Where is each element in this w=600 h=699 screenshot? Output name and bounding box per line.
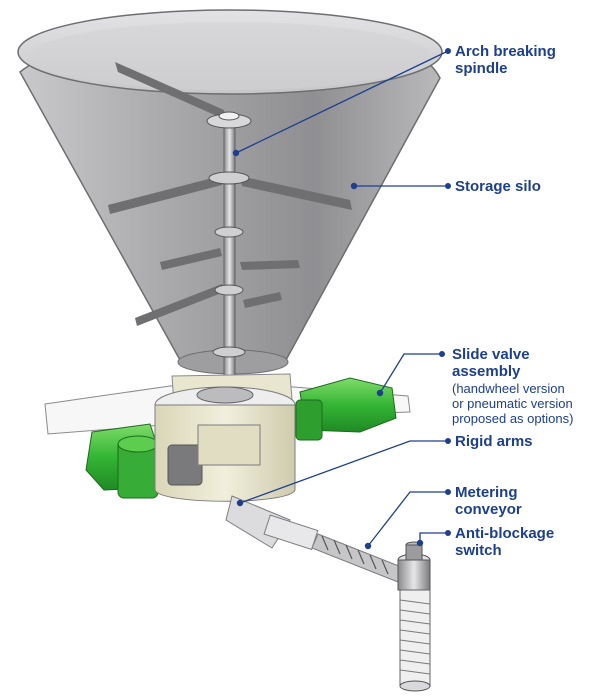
arch-breaking-spindle xyxy=(108,62,352,391)
leader-lines xyxy=(235,50,449,547)
drive-motors xyxy=(85,377,397,499)
metering-conveyor xyxy=(225,495,405,583)
label-arch-breaking-line1: Arch breaking xyxy=(455,43,556,60)
label-slide-valve-line1: Slide valve xyxy=(452,346,530,363)
label-rigid-arms: Rigid arms xyxy=(455,433,533,450)
label-metering-line2: conveyor xyxy=(455,501,522,518)
label-slide-valve-note-line1: (handwheel version xyxy=(452,381,565,396)
label-metering-line1: Metering xyxy=(455,484,518,501)
label-slide-valve-line2: assembly xyxy=(452,363,521,380)
leader-dots xyxy=(232,48,451,550)
label-anti-blockage-line1: Anti-blockage xyxy=(455,525,555,542)
label-arch-breaking-line2: spindle xyxy=(455,60,508,77)
label-slide-valve-note-line3: proposed as options) xyxy=(452,411,574,426)
valve-housing xyxy=(154,386,296,502)
label-anti-blockage-line2: switch xyxy=(455,542,502,559)
label-storage-silo: Storage silo xyxy=(455,178,541,195)
label-slide-valve-note-line2: or pneumatic version xyxy=(452,396,573,411)
anti-blockage-switch xyxy=(397,541,431,692)
